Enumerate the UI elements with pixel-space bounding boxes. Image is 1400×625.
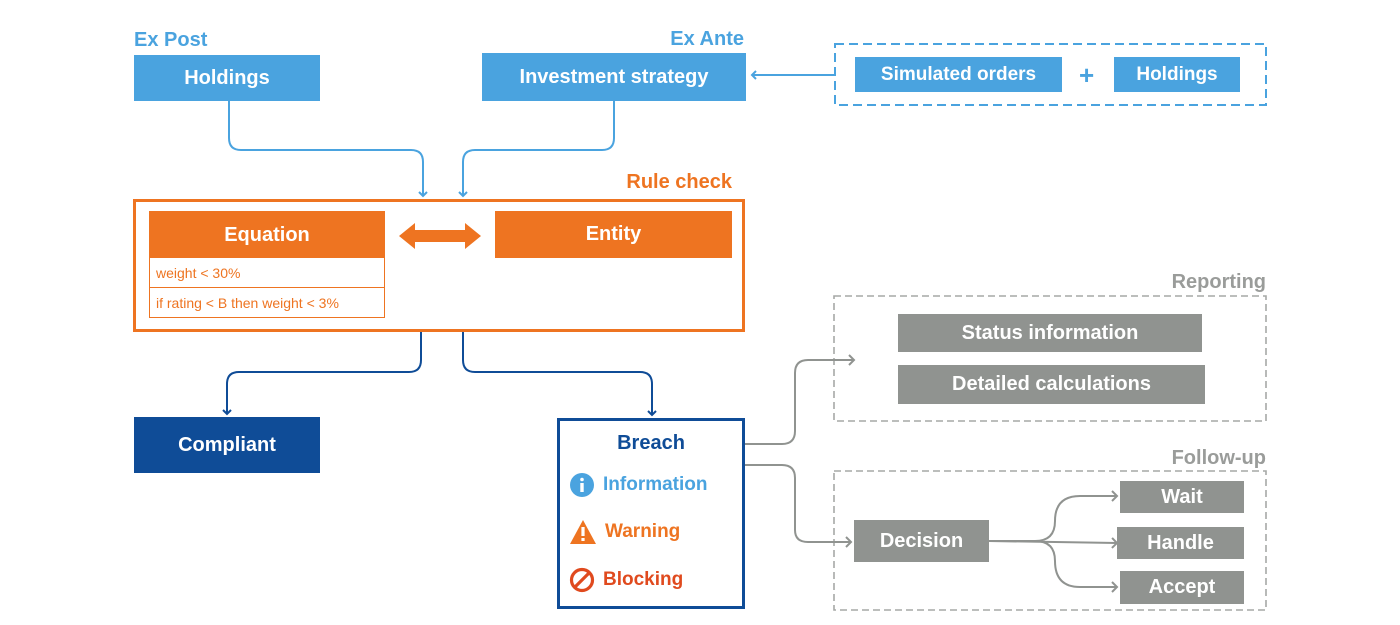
decision-to-accept-arrow xyxy=(989,540,1119,593)
equation-header[interactable]: Equation xyxy=(150,212,384,258)
holdings-to-rule-arrow xyxy=(228,101,428,198)
breach-blocking-item: Blocking xyxy=(569,567,683,593)
reporting-frame xyxy=(833,295,1267,422)
investment-strategy-box[interactable]: Investment strategy xyxy=(482,53,746,101)
blocking-icon xyxy=(569,567,595,593)
equation-panel: Equation weight < 30% if rating < B then… xyxy=(149,211,385,318)
strategy-to-rule-arrow xyxy=(458,101,615,198)
rule-to-compliant-arrow xyxy=(222,332,422,416)
breach-warning-item: Warning xyxy=(569,519,680,545)
reporting-title: Reporting xyxy=(1171,271,1266,293)
ex-ante-label: Ex Ante xyxy=(670,28,744,50)
warning-icon xyxy=(570,520,596,544)
equation-row-1: weight < 30% xyxy=(150,258,384,288)
decision-box[interactable]: Decision xyxy=(854,520,989,562)
double-arrow-icon xyxy=(399,223,481,249)
plus-sign: + xyxy=(1079,60,1095,90)
accept-box[interactable]: Accept xyxy=(1120,571,1244,604)
ex-ante-inputs-frame xyxy=(834,43,1267,106)
warning-label: Warning xyxy=(605,521,681,542)
holdings-box[interactable]: Holdings xyxy=(134,55,320,101)
breach-information-item: Information xyxy=(569,472,708,498)
breach-to-decision-arrow xyxy=(745,464,853,548)
rule-check-frame xyxy=(133,199,745,332)
handle-box[interactable]: Handle xyxy=(1117,527,1244,559)
compliant-box[interactable]: Compliant xyxy=(134,417,320,473)
breach-title: Breach xyxy=(617,432,685,454)
wait-box[interactable]: Wait xyxy=(1120,481,1244,513)
follow-up-frame xyxy=(833,470,1267,611)
equation-row-2: if rating < B then weight < 3% xyxy=(156,295,339,311)
information-label: Information xyxy=(603,474,708,495)
rule-check-title: Rule check xyxy=(626,171,732,193)
info-icon xyxy=(570,473,594,497)
entity-box[interactable]: Entity xyxy=(495,211,732,258)
ex-post-label: Ex Post xyxy=(134,29,208,51)
detailed-calculations-box[interactable]: Detailed calculations xyxy=(898,365,1205,404)
status-information-box[interactable]: Status information xyxy=(898,314,1202,352)
simulated-orders-box[interactable]: Simulated orders xyxy=(855,57,1062,92)
breach-to-reporting-arrow xyxy=(745,354,856,445)
decision-to-wait-arrow xyxy=(989,490,1119,542)
rule-to-breach-arrow xyxy=(462,332,657,417)
breach-box[interactable]: Breach Information Warning Blocking xyxy=(557,418,745,609)
holdings-input-box[interactable]: Holdings xyxy=(1114,57,1240,92)
blocking-label: Blocking xyxy=(603,569,684,590)
follow-up-title: Follow-up xyxy=(1171,447,1266,469)
